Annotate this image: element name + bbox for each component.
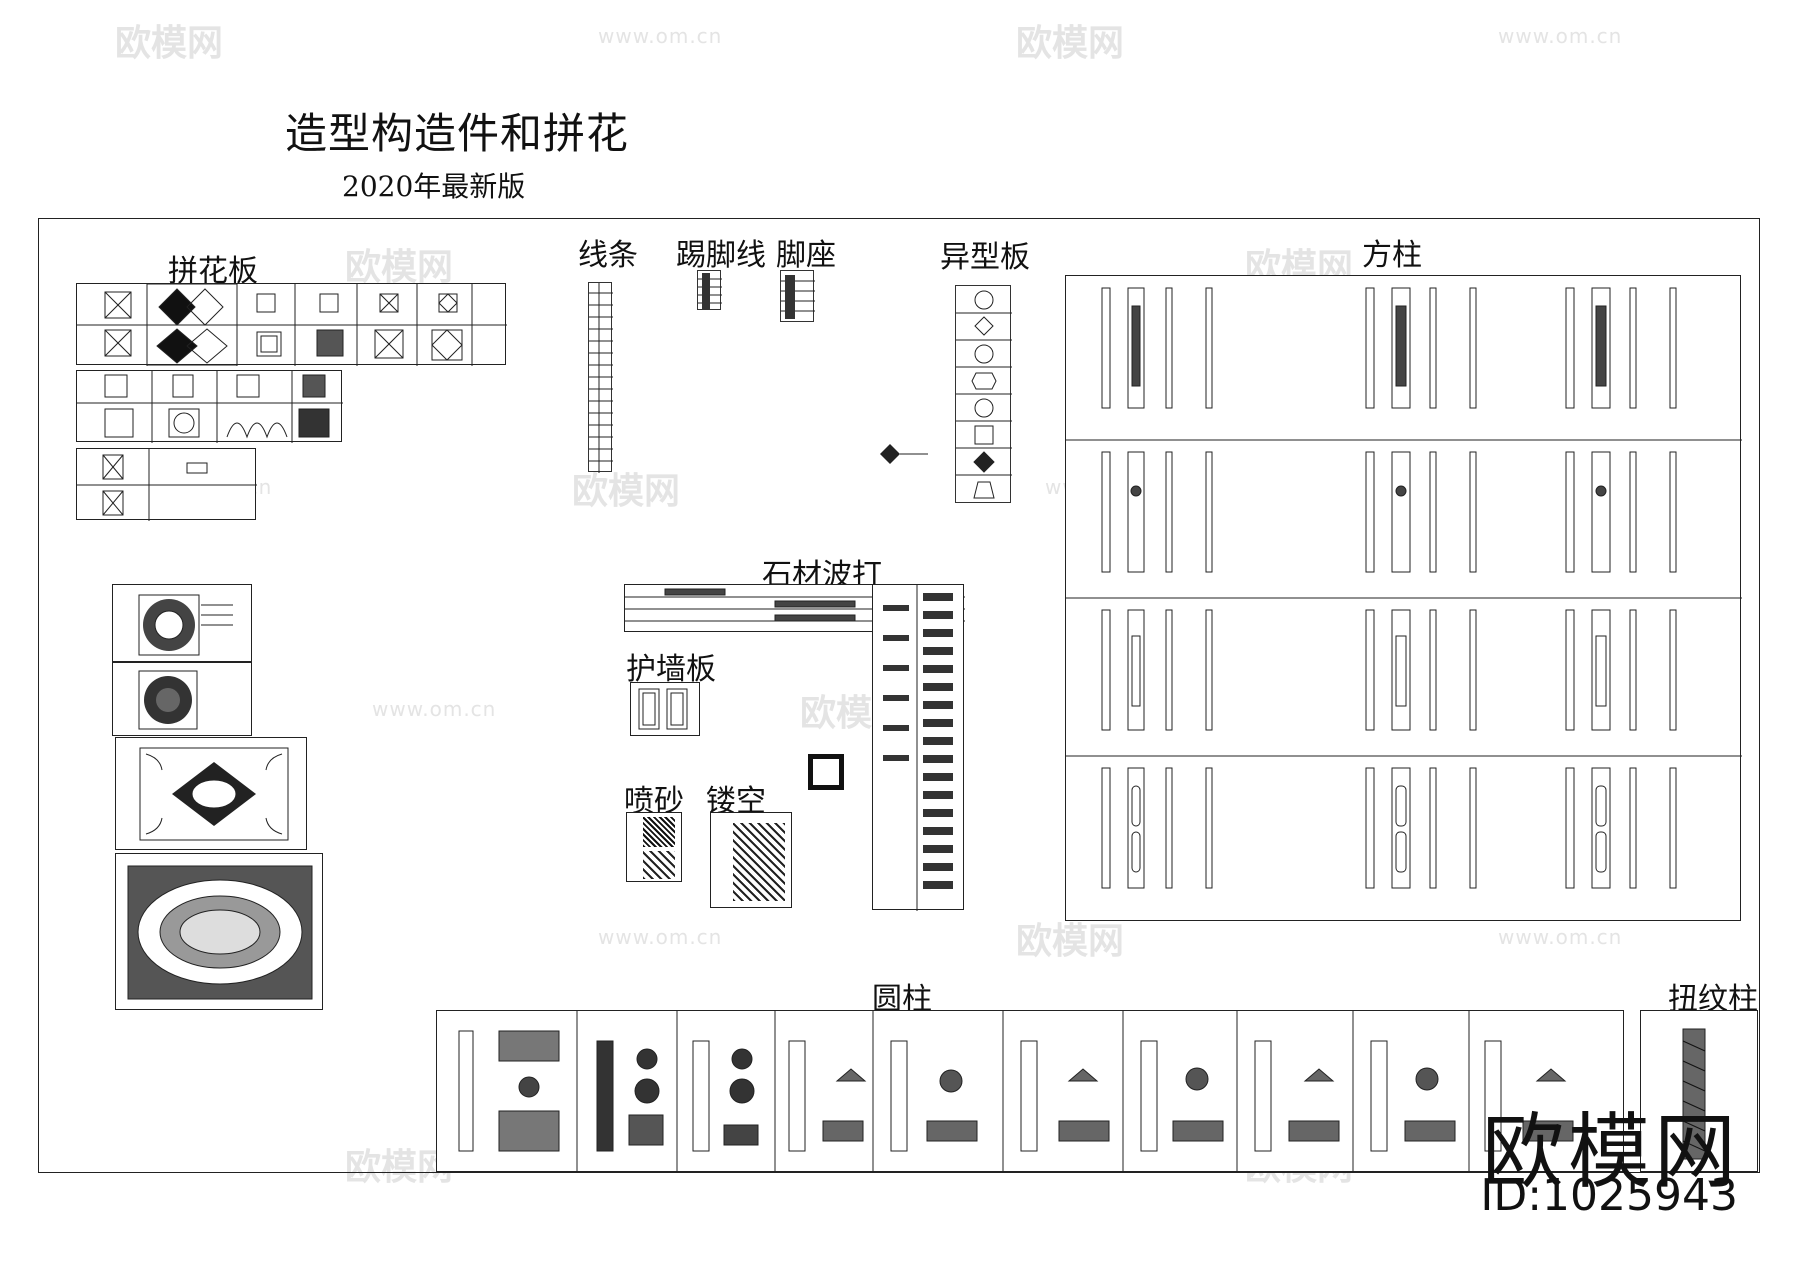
- shicai-column: [872, 584, 964, 911]
- section-label-xiantiao: 线条: [578, 238, 638, 273]
- pinhua-row-2: [76, 370, 343, 443]
- page-title: 造型构造件和拼花: [285, 109, 630, 158]
- yuanzhu-panel: [436, 1010, 1624, 1173]
- watermark-logo: 欧模网: [1016, 23, 1125, 64]
- medallion-4: [115, 853, 323, 1010]
- pinhua-row-1: [76, 283, 507, 367]
- yuanzhu-panel-drawing: [458, 1011, 1574, 1173]
- section-label-huqiangban: 护墙板: [626, 652, 716, 687]
- pensha-drawing: [626, 812, 682, 882]
- medallion-1: [112, 584, 252, 662]
- xiantiao-strip: [588, 282, 613, 473]
- niuwenzhu-panel: [1640, 1010, 1758, 1172]
- pinhua-row-1-drawing: [77, 283, 507, 367]
- watermark-url: www.om.cn: [598, 24, 723, 48]
- huqiangban-drawing-svg: [638, 688, 688, 730]
- yixingban-detail-drawing: [880, 444, 928, 464]
- jiaozuo-strip-drawing: [781, 275, 815, 319]
- shicai-column-drawing: [883, 585, 953, 911]
- tijiaoxian-strip: [697, 270, 722, 310]
- section-label-jiaozuo: 脚座: [776, 238, 836, 273]
- yixingban-strip-drawing: [956, 290, 1012, 499]
- loukong-drawing: [710, 812, 792, 908]
- loukong-pattern: [733, 823, 785, 901]
- medallion-2: [112, 662, 252, 736]
- medallion-4-drawing: [127, 865, 313, 1000]
- shicai-square-detail: [808, 754, 844, 790]
- watermark-url: www.om.cn: [1498, 24, 1623, 48]
- yixingban-strip: [955, 285, 1012, 503]
- yixingban-detail: [870, 440, 930, 470]
- brand-logo-text: 欧模网: [1481, 1105, 1740, 1200]
- pinhua-row-2-drawing: [77, 371, 343, 443]
- pinhua-row-3: [76, 448, 257, 521]
- pensha-pattern-2: [643, 851, 675, 879]
- niuwenzhu-panel-drawing: [1682, 1028, 1706, 1160]
- model-id: ID:1025943: [1480, 1170, 1738, 1221]
- medallion-2-drawing: [138, 670, 198, 730]
- section-label-yixingban: 异型板: [940, 240, 1030, 275]
- fangzhu-panel-drawing: [1066, 287, 1742, 889]
- huqiangban-drawing: [630, 682, 700, 736]
- fangzhu-panel: [1065, 275, 1742, 921]
- drawing-frame: [38, 218, 1760, 1173]
- medallion-3-drawing: [139, 747, 289, 841]
- watermark-logo: 欧模网: [115, 23, 224, 64]
- jiaozuo-strip: [780, 270, 815, 322]
- medallion-1-drawing: [138, 594, 233, 656]
- section-label-fangzhu: 方柱: [1362, 238, 1422, 273]
- medallion-3: [115, 737, 307, 850]
- tijiaoxian-strip-drawing: [698, 273, 722, 309]
- page-subtitle: 2020年最新版: [342, 170, 526, 203]
- pensha-pattern-1: [643, 817, 675, 847]
- xiantiao-strip-drawing: [589, 283, 613, 473]
- pinhua-row-3-drawing: [77, 449, 257, 521]
- section-label-tijiaoxian: 踢脚线: [676, 238, 766, 273]
